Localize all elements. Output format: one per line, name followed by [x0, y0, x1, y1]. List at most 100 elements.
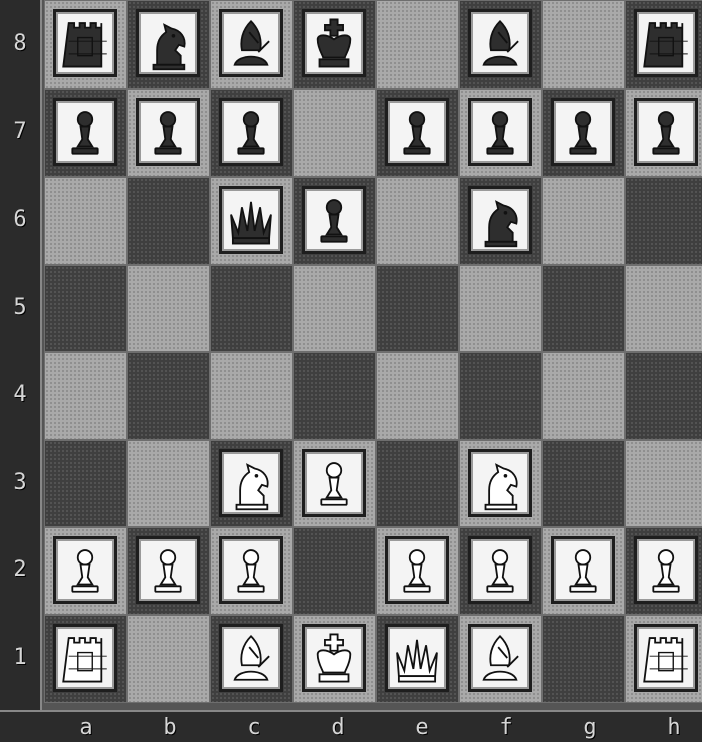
white-queen-icon[interactable]	[385, 624, 449, 692]
black-pawn-icon[interactable]	[468, 98, 532, 166]
square-b1[interactable]	[127, 615, 210, 703]
square-a7[interactable]	[44, 89, 127, 177]
white-rook-icon[interactable]	[634, 624, 698, 692]
square-f8[interactable]	[459, 0, 542, 89]
black-rook-icon[interactable]	[634, 9, 698, 77]
white-rook-icon[interactable]	[53, 624, 117, 692]
white-pawn-icon[interactable]	[634, 536, 698, 604]
square-e3[interactable]	[376, 440, 459, 527]
square-d3[interactable]	[293, 440, 376, 527]
rank-label-1: 1	[0, 645, 40, 670]
square-c6[interactable]	[210, 177, 293, 265]
black-king-icon[interactable]	[302, 9, 366, 77]
black-pawn-icon[interactable]	[219, 98, 283, 166]
square-c1[interactable]	[210, 615, 293, 703]
square-g3[interactable]	[542, 440, 625, 527]
square-e7[interactable]	[376, 89, 459, 177]
square-c3[interactable]	[210, 440, 293, 527]
square-e5[interactable]	[376, 265, 459, 352]
square-b8[interactable]	[127, 0, 210, 89]
black-bishop-icon[interactable]	[468, 9, 532, 77]
rank-label-6: 6	[0, 207, 40, 232]
square-f6[interactable]	[459, 177, 542, 265]
square-b4[interactable]	[127, 352, 210, 440]
square-h4[interactable]	[625, 352, 702, 440]
square-f5[interactable]	[459, 265, 542, 352]
square-a8[interactable]	[44, 0, 127, 89]
square-c8[interactable]	[210, 0, 293, 89]
square-h1[interactable]	[625, 615, 702, 703]
square-f1[interactable]	[459, 615, 542, 703]
square-a1[interactable]	[44, 615, 127, 703]
white-pawn-icon[interactable]	[468, 536, 532, 604]
black-pawn-icon[interactable]	[385, 98, 449, 166]
square-f4[interactable]	[459, 352, 542, 440]
square-e4[interactable]	[376, 352, 459, 440]
square-c2[interactable]	[210, 527, 293, 615]
white-knight-icon[interactable]	[219, 449, 283, 517]
square-h8[interactable]	[625, 0, 702, 89]
square-a4[interactable]	[44, 352, 127, 440]
square-f7[interactable]	[459, 89, 542, 177]
white-pawn-icon[interactable]	[385, 536, 449, 604]
white-bishop-icon[interactable]	[219, 624, 283, 692]
square-g8[interactable]	[542, 0, 625, 89]
square-b3[interactable]	[127, 440, 210, 527]
black-knight-icon[interactable]	[468, 186, 532, 254]
square-b7[interactable]	[127, 89, 210, 177]
square-d1[interactable]	[293, 615, 376, 703]
square-g2[interactable]	[542, 527, 625, 615]
square-h6[interactable]	[625, 177, 702, 265]
square-e1[interactable]	[376, 615, 459, 703]
square-d4[interactable]	[293, 352, 376, 440]
square-a5[interactable]	[44, 265, 127, 352]
square-d2[interactable]	[293, 527, 376, 615]
square-h3[interactable]	[625, 440, 702, 527]
square-c4[interactable]	[210, 352, 293, 440]
square-d6[interactable]	[293, 177, 376, 265]
square-d8[interactable]	[293, 0, 376, 89]
square-c5[interactable]	[210, 265, 293, 352]
square-e2[interactable]	[376, 527, 459, 615]
white-bishop-icon[interactable]	[468, 624, 532, 692]
square-f3[interactable]	[459, 440, 542, 527]
square-b5[interactable]	[127, 265, 210, 352]
white-pawn-icon[interactable]	[219, 536, 283, 604]
square-a2[interactable]	[44, 527, 127, 615]
square-g7[interactable]	[542, 89, 625, 177]
chess-board[interactable]	[44, 0, 702, 704]
white-pawn-icon[interactable]	[302, 449, 366, 517]
black-pawn-icon[interactable]	[136, 98, 200, 166]
square-d7[interactable]	[293, 89, 376, 177]
black-rook-icon[interactable]	[53, 9, 117, 77]
white-pawn-icon[interactable]	[136, 536, 200, 604]
square-g6[interactable]	[542, 177, 625, 265]
black-pawn-icon[interactable]	[302, 186, 366, 254]
square-a6[interactable]	[44, 177, 127, 265]
white-knight-icon[interactable]	[468, 449, 532, 517]
white-king-icon[interactable]	[302, 624, 366, 692]
white-pawn-icon[interactable]	[53, 536, 117, 604]
black-pawn-icon[interactable]	[551, 98, 615, 166]
square-g4[interactable]	[542, 352, 625, 440]
white-pawn-icon[interactable]	[551, 536, 615, 604]
square-g1[interactable]	[542, 615, 625, 703]
square-b2[interactable]	[127, 527, 210, 615]
square-b6[interactable]	[127, 177, 210, 265]
black-pawn-icon[interactable]	[53, 98, 117, 166]
square-h2[interactable]	[625, 527, 702, 615]
square-a3[interactable]	[44, 440, 127, 527]
square-h7[interactable]	[625, 89, 702, 177]
black-pawn-icon[interactable]	[634, 98, 698, 166]
black-knight-icon[interactable]	[136, 9, 200, 77]
square-f2[interactable]	[459, 527, 542, 615]
square-d5[interactable]	[293, 265, 376, 352]
square-g5[interactable]	[542, 265, 625, 352]
square-e8[interactable]	[376, 0, 459, 89]
black-bishop-icon[interactable]	[219, 9, 283, 77]
square-c7[interactable]	[210, 89, 293, 177]
square-h5[interactable]	[625, 265, 702, 352]
square-e6[interactable]	[376, 177, 459, 265]
black-queen-icon[interactable]	[219, 186, 283, 254]
